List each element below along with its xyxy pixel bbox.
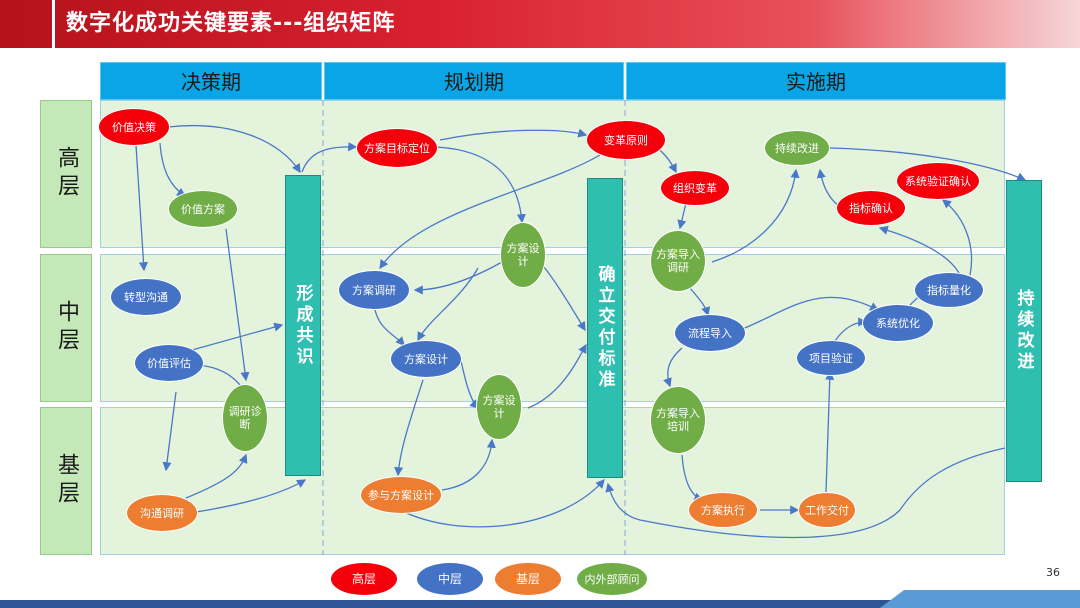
footer-bar <box>0 590 1080 608</box>
node-process-import: 流程导入 <box>674 314 746 352</box>
node-plan-design-3: 方案设计 <box>476 374 522 440</box>
node-join-design: 参与方案设计 <box>360 476 442 514</box>
node-change-principle: 变革原则 <box>586 120 666 160</box>
node-indicator-confirm: 指标确认 <box>836 190 906 226</box>
node-project-verify: 项目验证 <box>796 340 866 376</box>
bar-continuous-improve: 持续改进 <box>1006 180 1042 482</box>
level-label-high: 高层 <box>40 100 92 248</box>
legend-advisor: 内外部顾问 <box>576 562 648 596</box>
title-bar: 数字化成功关键要素---组织矩阵 <box>0 0 1080 48</box>
level-label-mid: 中层 <box>40 254 92 402</box>
node-plan-import-train: 方案导入培训 <box>650 386 706 454</box>
node-system-verify: 系统验证确认 <box>896 162 980 200</box>
phase-header-planning: 规划期 <box>324 62 624 100</box>
node-plan-import-research: 方案导入调研 <box>650 230 706 292</box>
phase-header-decision: 决策期 <box>100 62 322 100</box>
node-value-eval: 价值评估 <box>134 344 204 382</box>
page-title: 数字化成功关键要素---组织矩阵 <box>66 11 396 36</box>
page-number: 36 <box>1046 566 1060 579</box>
legend-mid: 中层 <box>416 562 484 596</box>
bar-delivery-standard: 确立交付标准 <box>587 178 623 478</box>
legend-high: 高层 <box>330 562 398 596</box>
legend-base: 基层 <box>494 562 562 596</box>
node-value-decision: 价值决策 <box>98 108 170 146</box>
level-label-base: 基层 <box>40 407 92 555</box>
node-work-deliver: 工作交付 <box>798 492 856 528</box>
node-plan-goal: 方案目标定位 <box>356 128 438 168</box>
node-plan-research: 方案调研 <box>338 270 410 310</box>
node-value-plan: 价值方案 <box>168 190 238 228</box>
bar-consensus: 形成共识 <box>285 175 321 476</box>
node-org-change: 组织变革 <box>660 170 730 206</box>
phase-header-implementation: 实施期 <box>626 62 1006 100</box>
node-indicator-quant: 指标量化 <box>914 272 984 308</box>
node-plan-design-1: 方案设计 <box>500 222 546 288</box>
node-plan-design-2: 方案设计 <box>390 340 462 378</box>
node-plan-execute: 方案执行 <box>688 492 758 528</box>
footer-accent <box>880 590 1080 608</box>
node-system-optimize: 系统优化 <box>862 304 934 342</box>
node-comm-research: 沟通调研 <box>126 494 198 532</box>
node-transform-comm: 转型沟通 <box>110 278 182 316</box>
title-divider <box>52 0 55 48</box>
node-continuous-improve: 持续改进 <box>764 130 830 166</box>
node-research-diag: 调研诊断 <box>222 384 268 452</box>
